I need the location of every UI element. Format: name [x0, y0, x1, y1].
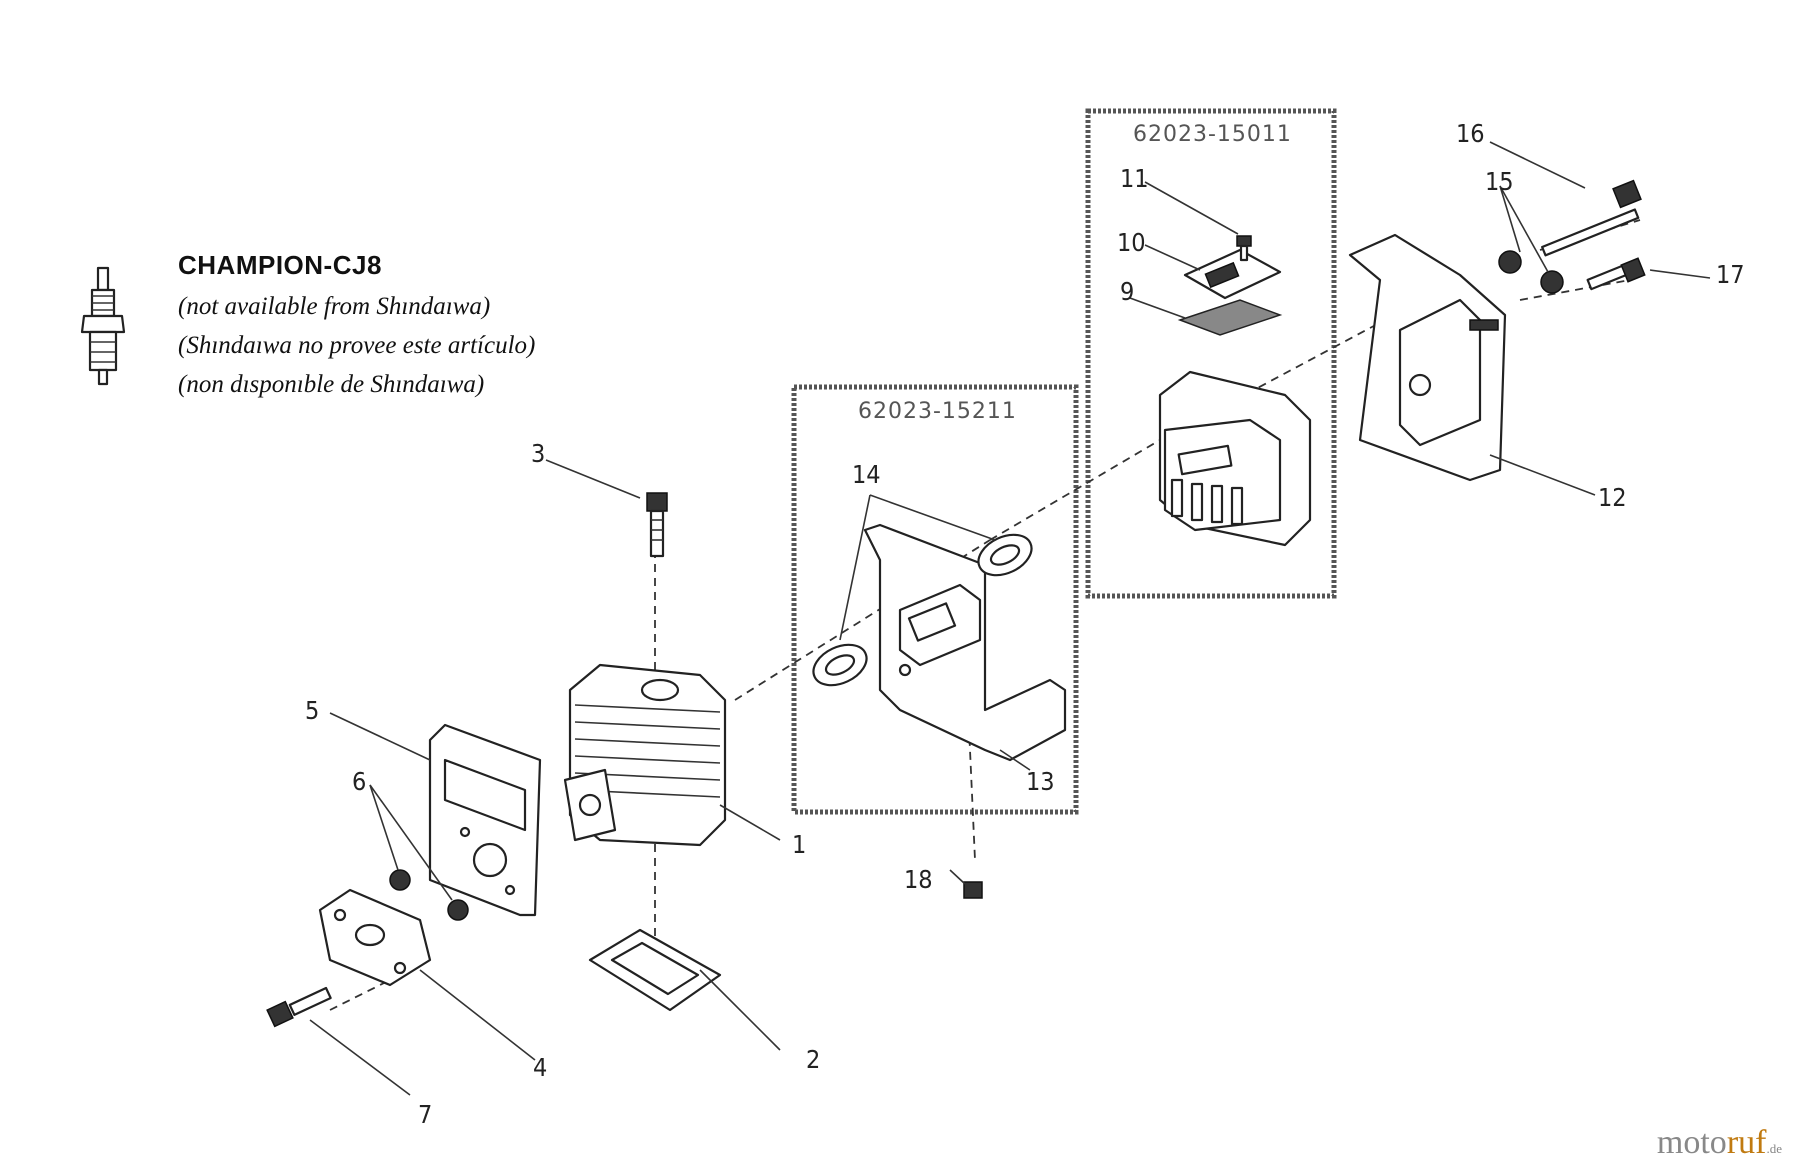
part-17-bolt [1586, 257, 1646, 291]
callout-6: 6 [352, 767, 366, 796]
spark-plug-model: CHAMPION-CJ8 [178, 250, 382, 280]
muffler-kit-label: 62023-15011 [1133, 122, 1292, 147]
callout-13: 13 [1026, 767, 1055, 796]
callout-16: 16 [1456, 119, 1485, 148]
part-18-nut [963, 881, 983, 899]
muffler-body [1158, 370, 1312, 547]
part-3-bolt [646, 492, 668, 558]
part-10-plate [1183, 248, 1282, 300]
note-line-es: (Shındaıwa no provee este artículo) [178, 332, 536, 359]
callout-7: 7 [418, 1100, 432, 1129]
part-7-bolt [266, 986, 332, 1028]
spark-plug-note: CHAMPION-CJ8 (not available from Shındaı… [178, 250, 535, 404]
part-1-cylinder [563, 663, 727, 847]
part-15-washers [1498, 250, 1564, 294]
bracket-kit-box [791, 384, 1079, 815]
part-14-gaskets [812, 533, 1033, 687]
bracket-kit-label: 62023-15211 [858, 399, 1017, 424]
callout-3: 3 [531, 439, 545, 468]
callout-9: 9 [1120, 277, 1134, 306]
leader-lines [309, 141, 1711, 1096]
muffler-kit-box [1085, 108, 1337, 599]
callout-5: 5 [305, 696, 319, 725]
callout-14: 14 [852, 460, 881, 489]
part-12-muffler-cover [1348, 233, 1507, 482]
callout-1: 1 [792, 830, 806, 859]
part-16-bolt [1541, 179, 1642, 257]
callout-17: 17 [1716, 260, 1745, 289]
part-5-insulator [428, 723, 542, 917]
note-line-en: (not available from Shındaıwa) [178, 293, 491, 320]
part-4-manifold [318, 888, 432, 987]
callout-15: 15 [1485, 167, 1514, 196]
watermark-logo: motoruf.de [1656, 1124, 1782, 1161]
callout-4: 4 [533, 1053, 547, 1082]
note-line-fr: (non dısponıble de Shındaıwa) [178, 371, 485, 398]
part-13-bracket [863, 523, 1067, 762]
callout-18: 18 [904, 865, 933, 894]
part-9-screen [1177, 299, 1283, 336]
part-6-nuts [389, 869, 469, 921]
spark-plug-icon [80, 266, 126, 386]
callout-2: 2 [806, 1045, 820, 1074]
callout-12: 12 [1598, 483, 1627, 512]
callout-11: 11 [1120, 164, 1149, 193]
callout-10: 10 [1117, 228, 1146, 257]
part-2-gasket [588, 928, 722, 1012]
part-11-screw [1236, 235, 1252, 262]
